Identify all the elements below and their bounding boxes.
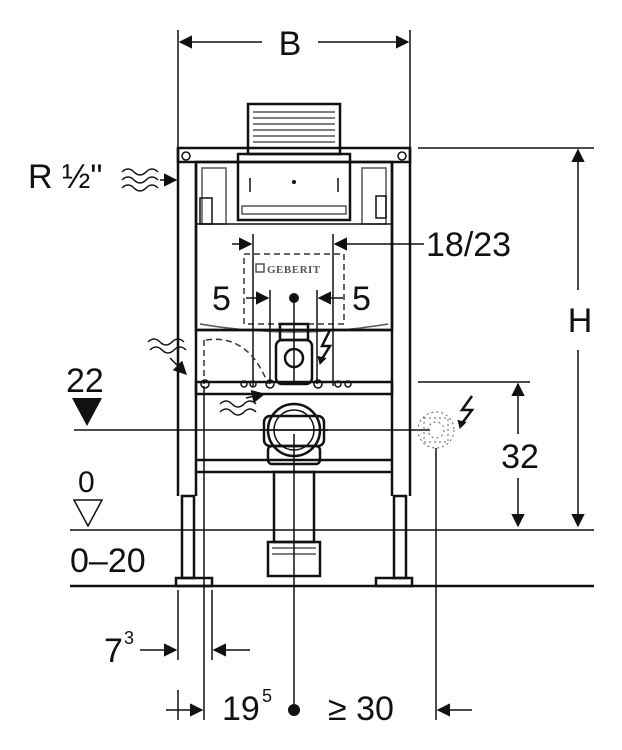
dimension-32: 32 [501, 382, 539, 528]
dimension-bottom: 19 5 ≥ 30 [166, 686, 472, 728]
level-22-marker: 22 [66, 362, 430, 431]
actuator-box [246, 102, 342, 156]
connection-label-group: R ½" [28, 158, 178, 196]
mounting-rail [194, 379, 394, 396]
bottom-mid-sup: 5 [262, 686, 272, 706]
width-label: B [279, 25, 302, 63]
range-label: 0–20 [70, 542, 146, 580]
height-32-label: 32 [501, 438, 539, 476]
flush-valve [274, 300, 314, 386]
offset-left-label: 5 [212, 280, 231, 318]
level-0-label: 0 [78, 466, 95, 499]
brand-logo: GEBERIT [255, 263, 321, 276]
triangle-level-icon [72, 499, 104, 528]
dimension-spacing: 18/23 [232, 226, 511, 386]
lightning-icon [317, 329, 333, 365]
bottom-guides [177, 386, 295, 720]
hidden-pipe [203, 338, 269, 385]
bottom-left-base: 7 [104, 632, 123, 670]
level-0-marker: 0 0–20 [70, 466, 146, 580]
bottom-left-sup: 3 [124, 628, 134, 648]
dimension-7-3: 7 3 [104, 628, 250, 670]
brand-name: GEBERIT [267, 264, 321, 276]
bottom-mid-base: 19 [222, 690, 260, 728]
socket-icon [417, 411, 455, 720]
dimension-height: H [568, 148, 593, 528]
triangle-level-icon [72, 398, 102, 426]
dimension-width: B [177, 25, 411, 148]
spacing-label: 18/23 [426, 226, 511, 264]
dimension-offsets: 5 5 [212, 280, 371, 384]
level-22-label: 22 [66, 362, 104, 400]
connection-label: R ½" [28, 158, 102, 196]
wavy-arrow-icon [219, 390, 266, 416]
wavy-arrow-icon [147, 338, 187, 375]
lightning-icon [457, 395, 475, 429]
offset-right-label: 5 [352, 280, 371, 318]
height-label: H [568, 302, 593, 340]
bottom-right-label: ≥ 30 [328, 690, 394, 728]
